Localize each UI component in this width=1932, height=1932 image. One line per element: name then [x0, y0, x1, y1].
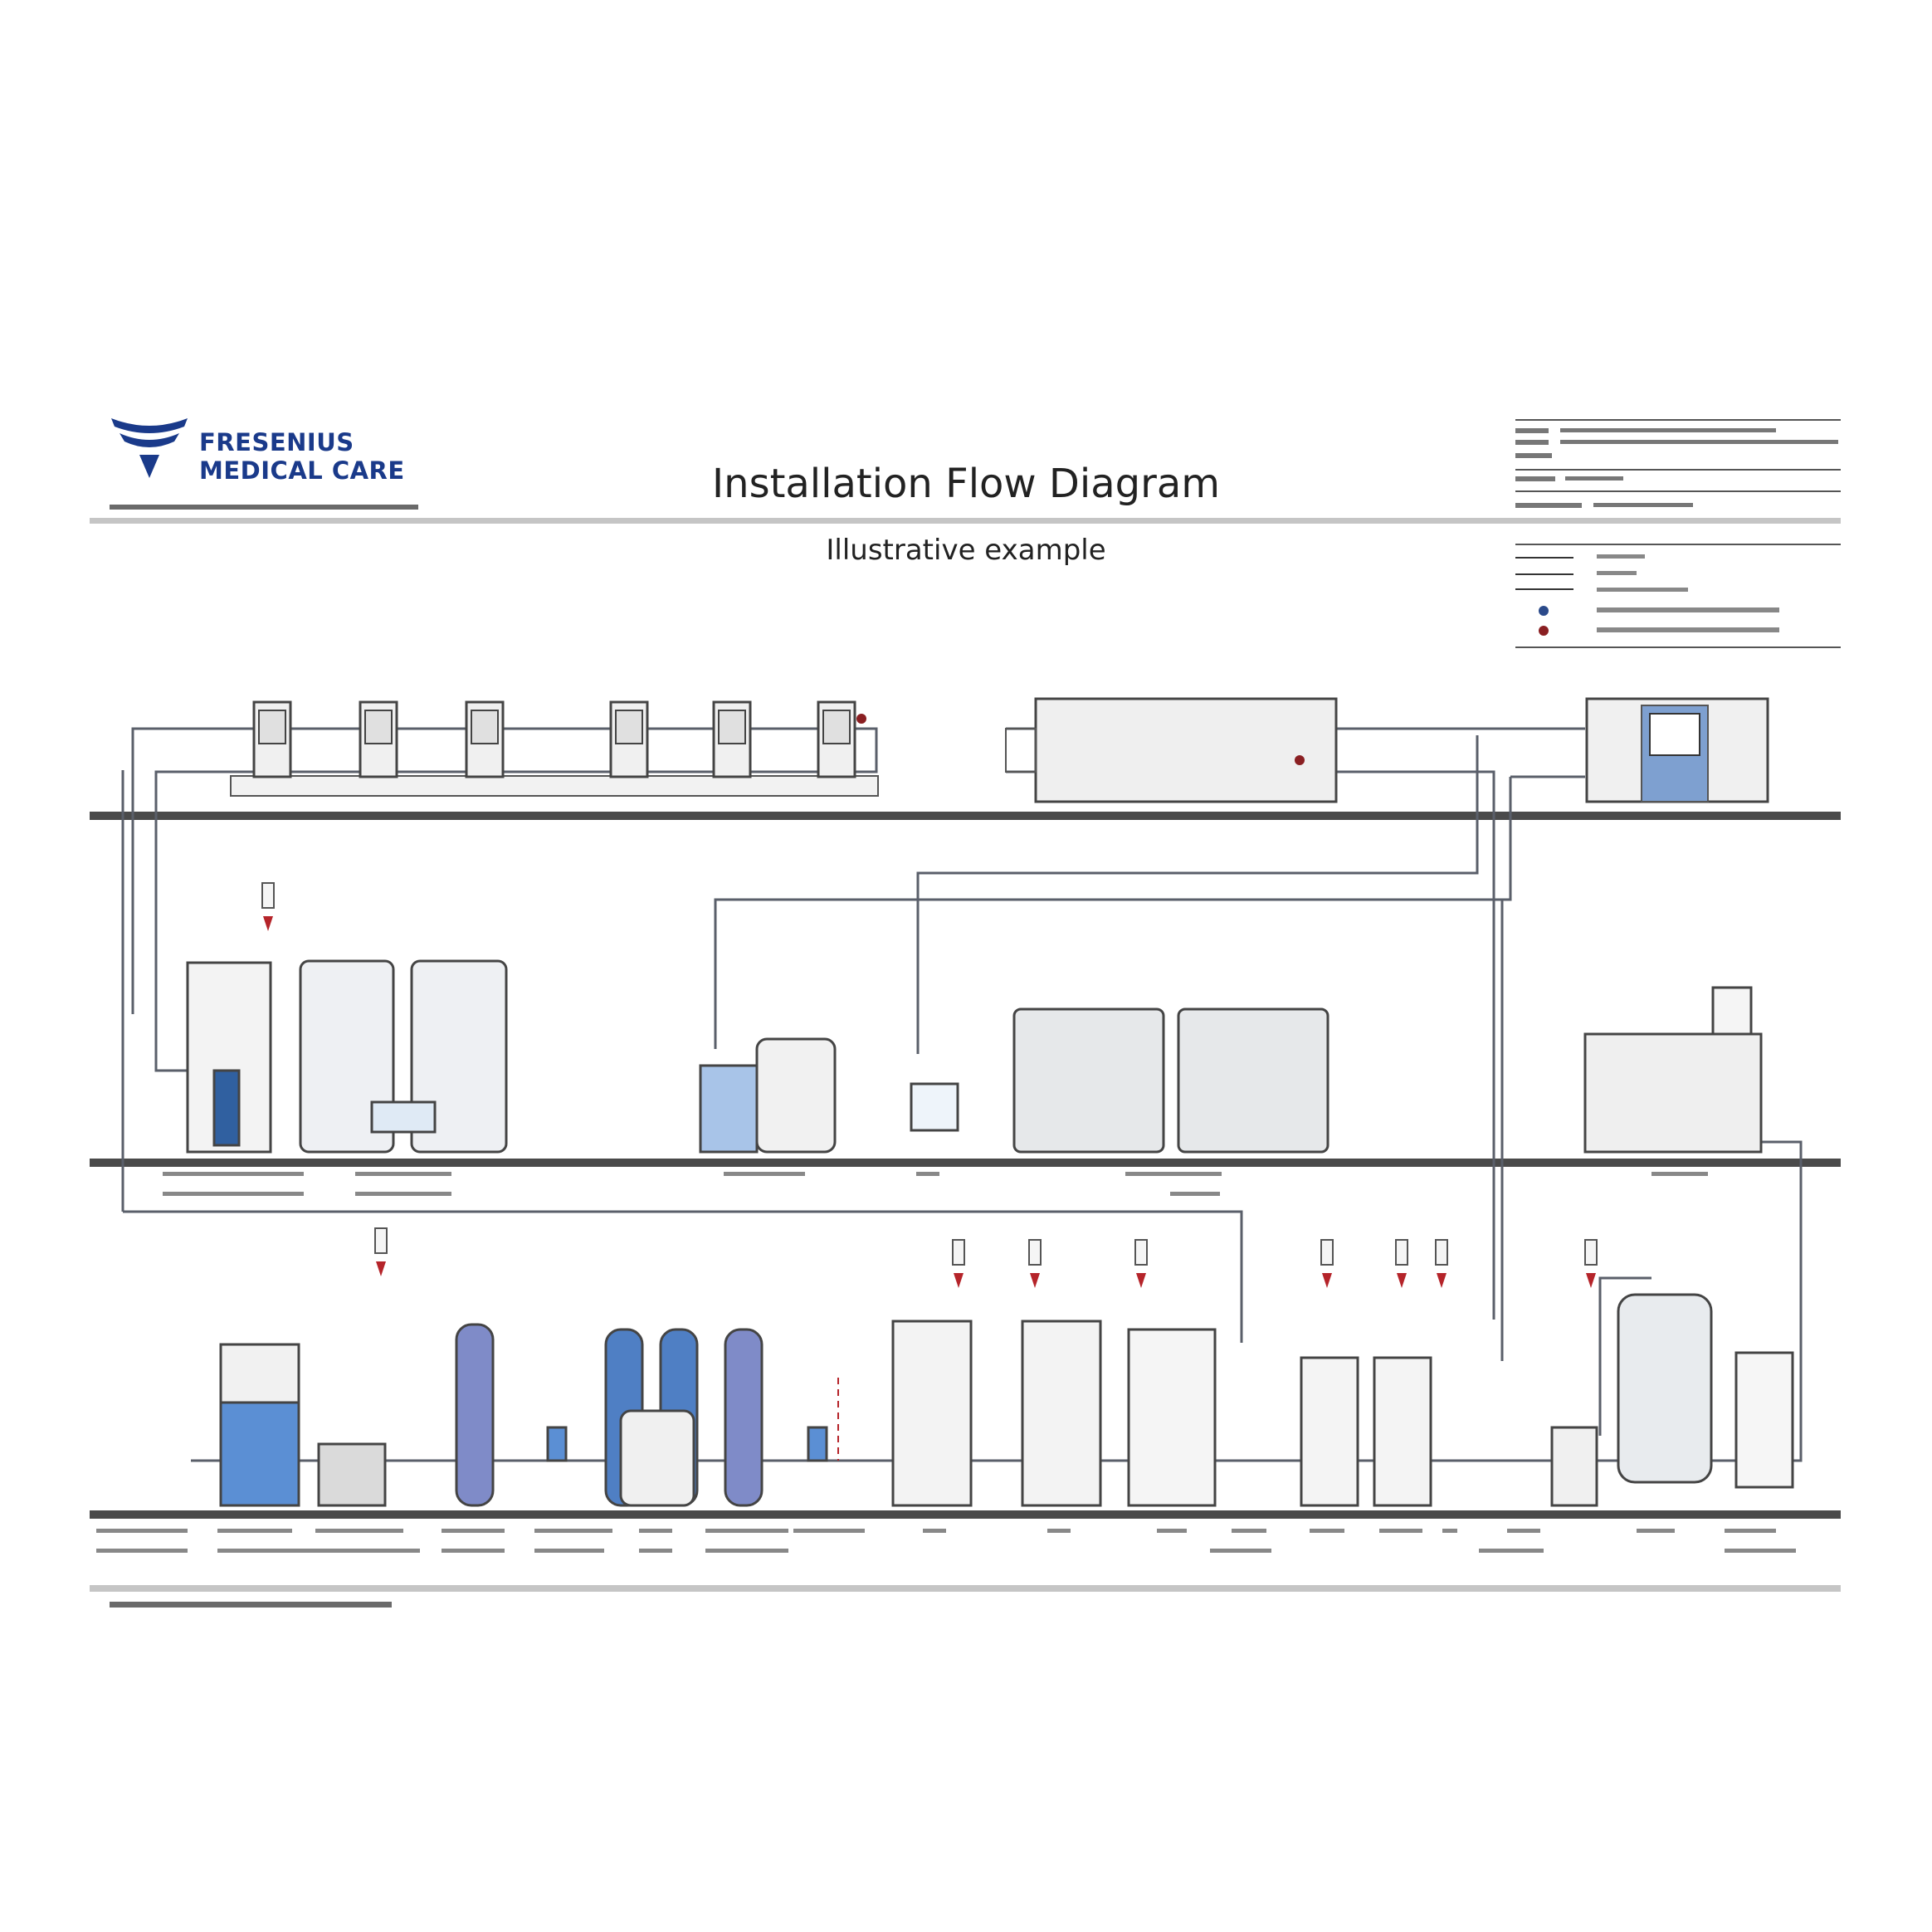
heat-disinfection-unit: [1550, 1426, 1598, 1507]
header-rule: [90, 518, 1841, 524]
legend-red-dot: [1539, 626, 1549, 636]
dialysis-station: [252, 700, 292, 778]
valve-icon: [374, 1227, 388, 1276]
footer-rule: [90, 1585, 1841, 1592]
ro-unit-1: [891, 1320, 973, 1507]
ro-unit-2: [1021, 1320, 1102, 1507]
brand-name: FRESENIUS MEDICAL CARE: [199, 428, 405, 485]
storage-tank-1: [1012, 1007, 1165, 1154]
floor-upper: [90, 812, 1841, 820]
legend-blue-dot: [1539, 606, 1549, 616]
floors: [90, 812, 1841, 1519]
valve-icon: [1584, 1239, 1598, 1288]
valve-icon: [261, 882, 275, 931]
logo-icon: [111, 418, 188, 478]
dialysis-station: [817, 700, 856, 778]
ro-unit-4: [1373, 1356, 1432, 1507]
dialysis-station: [712, 700, 752, 778]
carbon-filter: [724, 1328, 764, 1507]
valve-icon: [1028, 1239, 1042, 1288]
sand-filter: [455, 1323, 495, 1507]
central-treatment-unit: [1034, 697, 1338, 803]
footer-scribble: [110, 1602, 392, 1608]
dosing-unit: [699, 1064, 759, 1154]
title-block-scribbles: [1515, 428, 1838, 508]
dialysis-station: [465, 700, 505, 778]
ro-unit-3: [1300, 1356, 1359, 1507]
booster-pump: [317, 1442, 387, 1507]
middle-floor-equipment: [186, 959, 1763, 1154]
pipes: [121, 727, 1803, 1462]
storage-tank-2: [1177, 1007, 1329, 1154]
lower-floor-equipment: [219, 1293, 1794, 1507]
title-block: [1515, 419, 1841, 648]
page-title: Installation Flow Diagram: [711, 461, 1221, 507]
break-tank: [219, 1401, 300, 1507]
floor-middle: [90, 1159, 1841, 1167]
valve-icon: [1395, 1239, 1408, 1288]
legend: [1515, 554, 1779, 636]
aquaboss-tank: [1617, 1293, 1713, 1484]
brand-line-1: FRESENIUS: [199, 428, 354, 456]
floor-lower: [90, 1510, 1841, 1519]
concentrate-mixer: [1583, 1032, 1763, 1154]
dialysis-station: [359, 700, 398, 778]
control-panel: [1734, 1351, 1794, 1489]
brine-tank: [619, 1409, 695, 1507]
valve-icon: [1134, 1239, 1148, 1288]
tank-1: [299, 959, 395, 1154]
brand-line-2: MEDICAL CARE: [199, 456, 405, 485]
page-subtitle: Illustrative example: [826, 534, 1106, 567]
dialysis-stations: [230, 775, 879, 797]
logo-caption-scribble: [110, 505, 418, 510]
valve-icon: [1435, 1239, 1448, 1288]
dialysis-station: [609, 700, 649, 778]
valve-icon: [952, 1239, 965, 1288]
valve-icon: [1320, 1239, 1334, 1288]
cabinet-unit: [1127, 1328, 1217, 1507]
